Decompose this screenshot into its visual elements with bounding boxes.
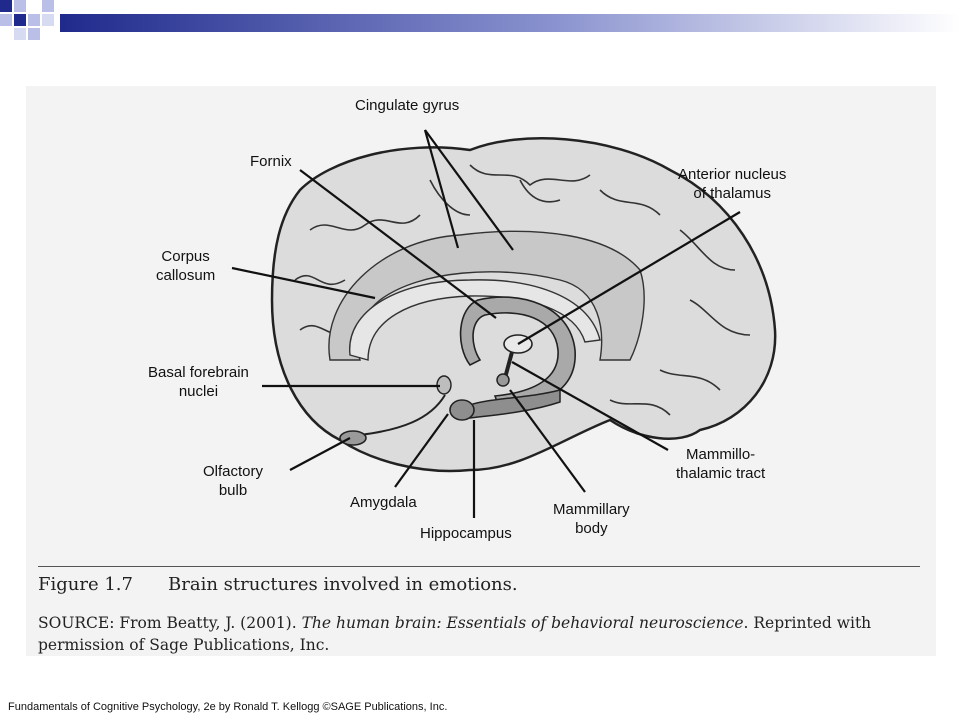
- label-mammillothalamic-tract: Mammillo- thalamic tract: [676, 446, 766, 482]
- olfactory-tract-shape: [359, 394, 446, 436]
- figure-number: Figure 1.7: [38, 574, 133, 595]
- label-mammillary-body: Mammillary body: [553, 501, 630, 537]
- slide-header-decoration: [0, 0, 960, 40]
- mammillary-body-shape: [496, 373, 510, 387]
- label-fornix: Fornix: [250, 153, 292, 170]
- figure-source: SOURCE: From Beatty, J. (2001). The huma…: [38, 612, 928, 656]
- source-prefix: SOURCE: From Beatty, J. (2001).: [38, 614, 302, 632]
- source-suffix: . Reprinted with permission of Sage Publ…: [38, 614, 872, 654]
- label-amygdala: Amygdala: [350, 494, 417, 511]
- amygdala-shape: [449, 399, 475, 421]
- figure-title: Brain structures involved in emotions.: [168, 574, 518, 595]
- label-basal-forebrain-nuclei: Basal forebrain nuclei: [148, 364, 249, 400]
- gyri-lines: [294, 164, 751, 416]
- label-cingulate-gyrus: Cingulate gyrus: [355, 97, 460, 114]
- slide-footer: Fundamentals of Cognitive Psychology, 2e…: [8, 701, 448, 713]
- corpus-callosum: [349, 279, 601, 361]
- olfactory-bulb-shape: [339, 430, 367, 446]
- label-olfactory-bulb: Olfactory bulb: [203, 463, 264, 499]
- caption-rule: [38, 566, 920, 567]
- source-title: The human brain: Essentials of behaviora…: [301, 614, 744, 632]
- label-corpus-callosum: Corpus callosum: [156, 248, 216, 284]
- hippocampus-shape: [469, 389, 561, 419]
- cingulate-gyrus: [328, 230, 645, 361]
- label-anterior-nucleus: Anterior nucleus of thalamus: [678, 166, 787, 202]
- mammillothalamic-tract-shape: [503, 351, 514, 379]
- label-hippocampus: Hippocampus: [420, 525, 512, 542]
- leader-lines: [231, 129, 741, 518]
